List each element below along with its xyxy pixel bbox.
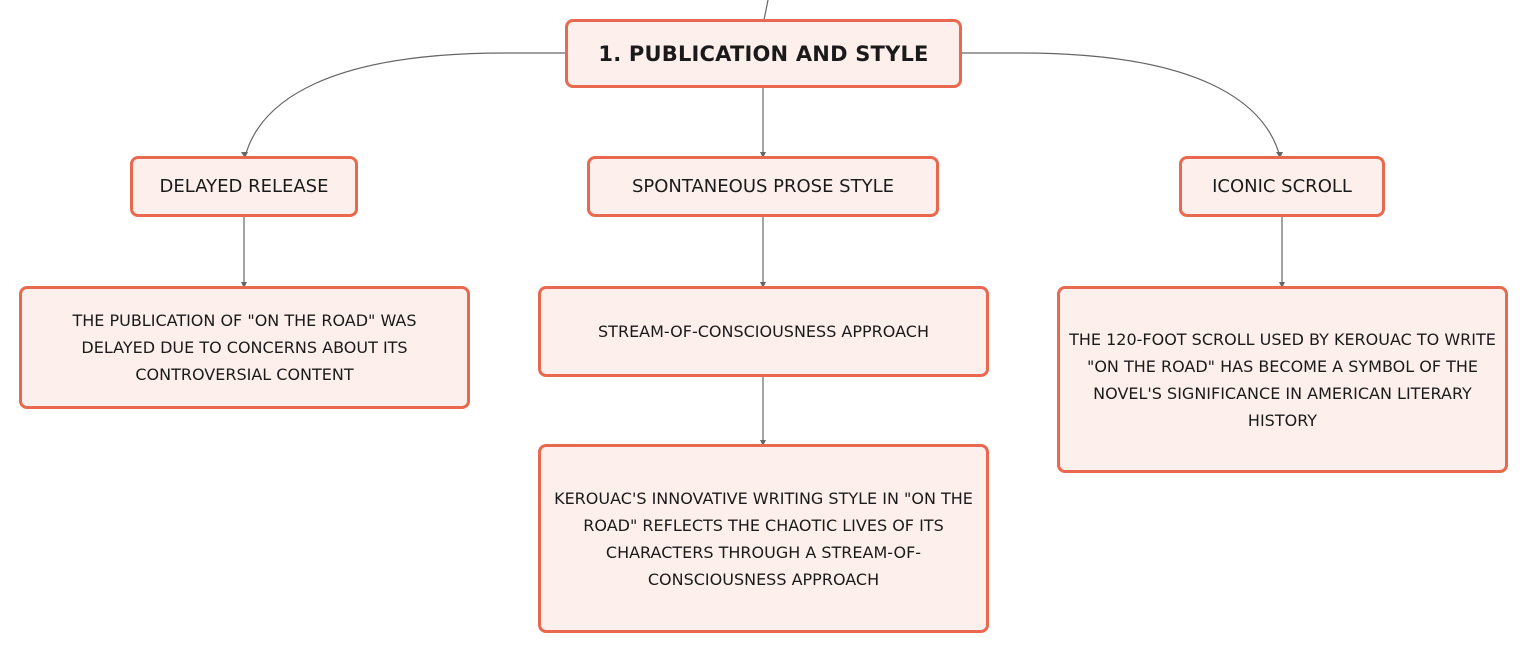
leaf-node-text: THE PUBLICATION OF "ON THE ROAD" WAS DEL… xyxy=(72,311,417,384)
arrowhead-delayed-release xyxy=(241,152,248,158)
branch-node-iconic-scroll[interactable]: ICONIC SCROLL xyxy=(1179,156,1385,217)
branch-node-label: DELAYED RELEASE xyxy=(159,176,329,197)
leaf-node-innovative-writing-style[interactable]: KEROUAC'S INNOVATIVE WRITING STYLE IN "O… xyxy=(538,444,989,633)
arrowhead-scroll-leaf xyxy=(1279,282,1285,288)
branch-node-label: SPONTANEOUS PROSE STYLE xyxy=(631,176,895,197)
connector-parent-to-root xyxy=(763,0,769,21)
branch-node-delayed-release[interactable]: DELAYED RELEASE xyxy=(130,156,358,217)
arrowhead-spontaneous-prose xyxy=(760,152,766,158)
connector-root-to-iconic-scroll xyxy=(961,52,1281,158)
connector-root-to-delayed-release xyxy=(244,52,566,158)
leaf-node-text: KEROUAC'S INNOVATIVE WRITING STYLE IN "O… xyxy=(554,488,973,589)
branch-node-label: ICONIC SCROLL xyxy=(1212,176,1352,197)
branch-node-spontaneous-prose-style[interactable]: SPONTANEOUS PROSE STYLE xyxy=(587,156,939,217)
root-node-label: 1. PUBLICATION AND STYLE xyxy=(598,41,929,66)
arrowhead-innovative-leaf xyxy=(760,440,766,446)
leaf-node-text: THE 120-FOOT SCROLL USED BY KEROUAC TO W… xyxy=(1069,329,1496,430)
leaf-node-text: STREAM-OF-CONSCIOUSNESS APPROACH xyxy=(598,322,929,341)
arrowhead-delayed-leaf xyxy=(241,282,247,288)
leaf-node-delayed-release[interactable]: THE PUBLICATION OF "ON THE ROAD" WAS DEL… xyxy=(19,286,470,409)
leaf-node-stream-of-consciousness[interactable]: STREAM-OF-CONSCIOUSNESS APPROACH xyxy=(538,286,989,377)
arrowhead-iconic-scroll xyxy=(1276,152,1283,158)
leaf-node-iconic-scroll[interactable]: THE 120-FOOT SCROLL USED BY KEROUAC TO W… xyxy=(1057,286,1508,473)
arrowhead-stream-leaf xyxy=(760,282,766,288)
root-node[interactable]: 1. PUBLICATION AND STYLE xyxy=(565,19,962,88)
